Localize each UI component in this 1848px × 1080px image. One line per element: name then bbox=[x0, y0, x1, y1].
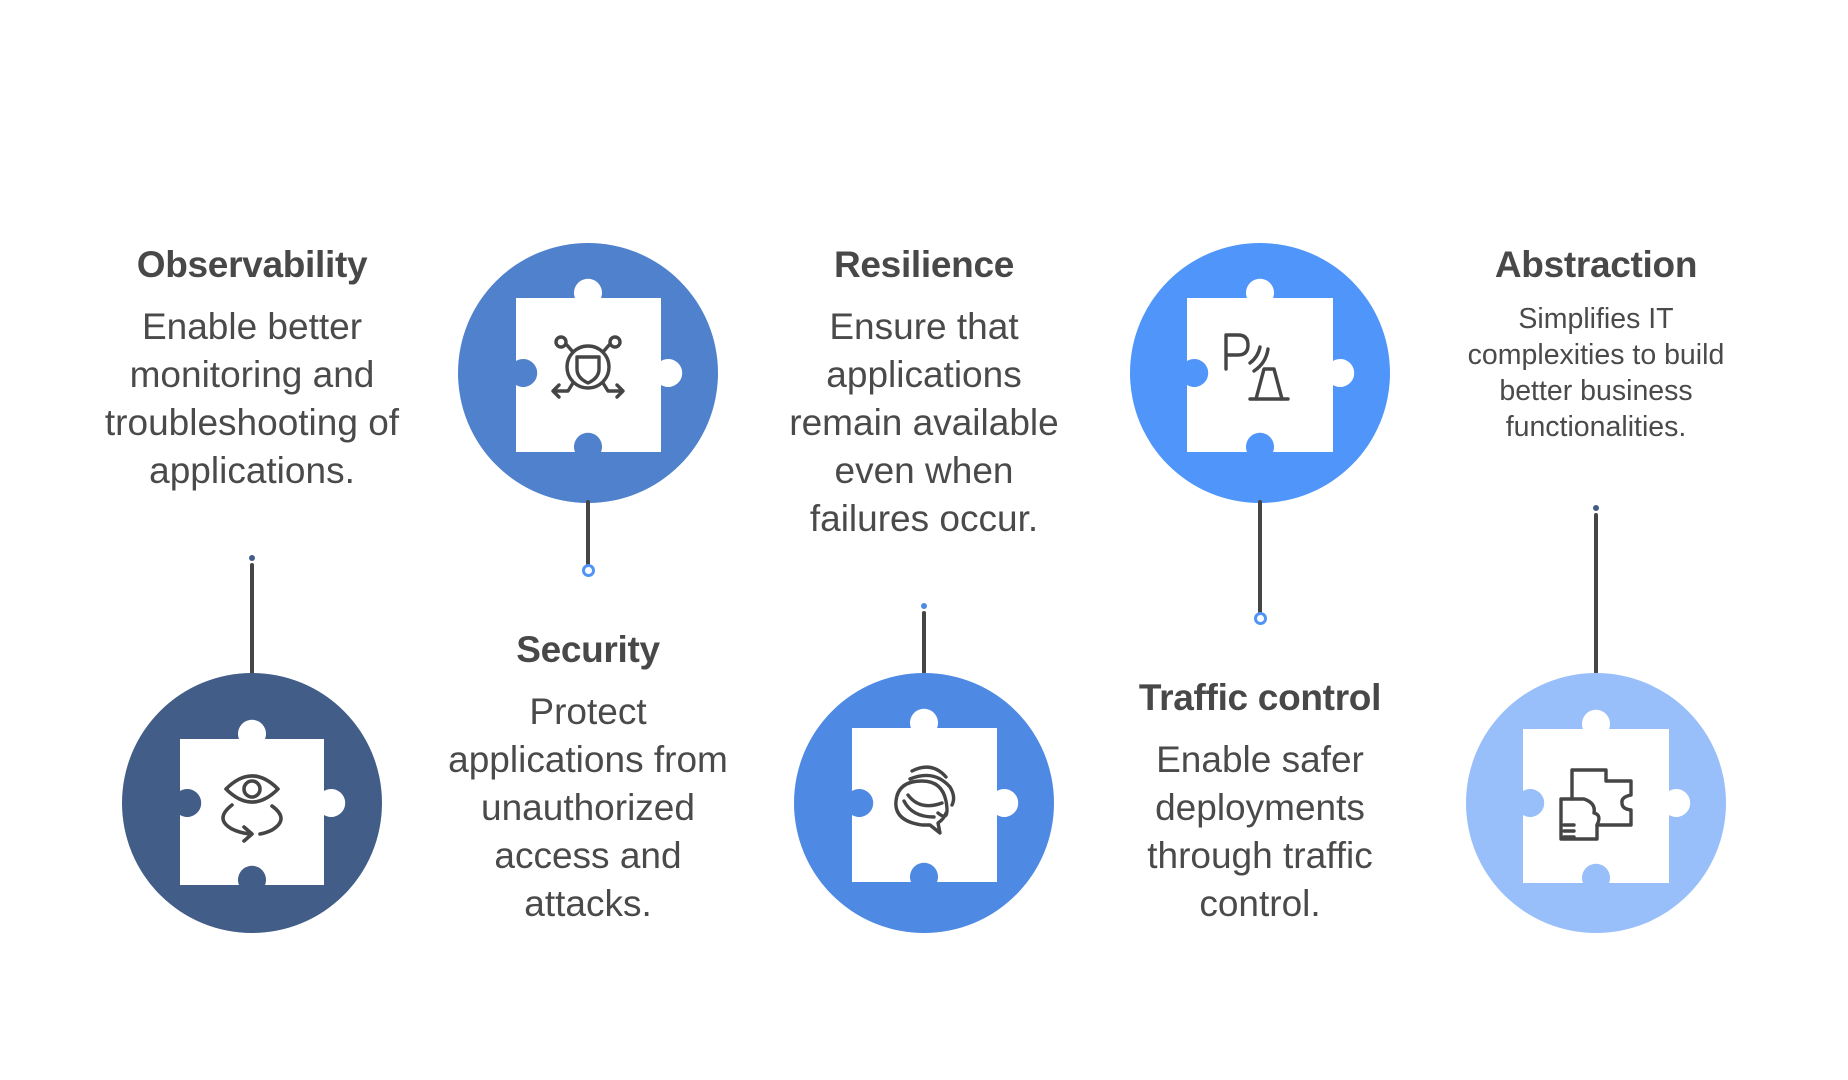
traffic-control-puzzle-node bbox=[1130, 243, 1390, 503]
abstraction-puzzle-node bbox=[1466, 673, 1726, 933]
puzzle-piece-shape bbox=[1523, 709, 1691, 883]
puzzle-piece-shape bbox=[852, 708, 1019, 882]
observability-description: Enable better monitoring and troubleshoo… bbox=[104, 306, 400, 491]
traffic-control-title: Traffic control bbox=[1138, 677, 1382, 718]
traffic-control-connector-endpoint bbox=[1254, 612, 1267, 625]
traffic-control-text: Traffic control Enable safer deployments… bbox=[1090, 676, 1430, 928]
abstraction-description: Simplifies IT complexities to build bett… bbox=[1467, 303, 1725, 443]
shield-network-icon bbox=[551, 335, 625, 399]
abstraction-title: Abstraction bbox=[1494, 244, 1698, 285]
abstraction-connector-dot bbox=[1593, 505, 1599, 511]
abstraction-connector-line bbox=[1594, 513, 1598, 674]
resilience-description: Ensure that applications remain availabl… bbox=[789, 306, 1059, 539]
security-text: Security Protect applications from unaut… bbox=[418, 628, 758, 928]
eye-rotate-icon bbox=[221, 774, 283, 843]
abstraction-text: Abstraction Simplifies IT complexities t… bbox=[1426, 243, 1766, 445]
security-connector-endpoint bbox=[582, 564, 595, 577]
security-title: Security bbox=[516, 629, 660, 670]
resilience-text: Resilience Ensure that applications rema… bbox=[754, 243, 1094, 543]
resilience-connector-line bbox=[922, 611, 926, 674]
security-description: Protect applications from unauthorized a… bbox=[448, 691, 728, 924]
observability-connector-dot bbox=[249, 555, 255, 561]
resilience-connector-dot bbox=[921, 603, 927, 609]
observability-text: Observability Enable better monitoring a… bbox=[82, 243, 422, 495]
security-connector-line bbox=[586, 500, 590, 566]
puzzle-piece-shape bbox=[180, 719, 346, 885]
observability-title: Observability bbox=[136, 244, 368, 285]
traffic-control-connector-line bbox=[1258, 500, 1262, 614]
resilience-puzzle-node bbox=[794, 673, 1054, 933]
puzzle-piece-shape bbox=[1187, 278, 1355, 452]
traffic-control-description: Enable safer deployments through traffic… bbox=[1147, 739, 1373, 924]
parking-sensor-cone-icon bbox=[1224, 333, 1290, 401]
observability-connector-line bbox=[250, 563, 254, 675]
security-puzzle-node bbox=[458, 243, 718, 503]
observability-puzzle-node bbox=[122, 673, 382, 933]
chat-bubbles-icon bbox=[894, 765, 956, 835]
puzzle-pieces-icon bbox=[1559, 768, 1633, 841]
resilience-title: Resilience bbox=[833, 244, 1015, 285]
